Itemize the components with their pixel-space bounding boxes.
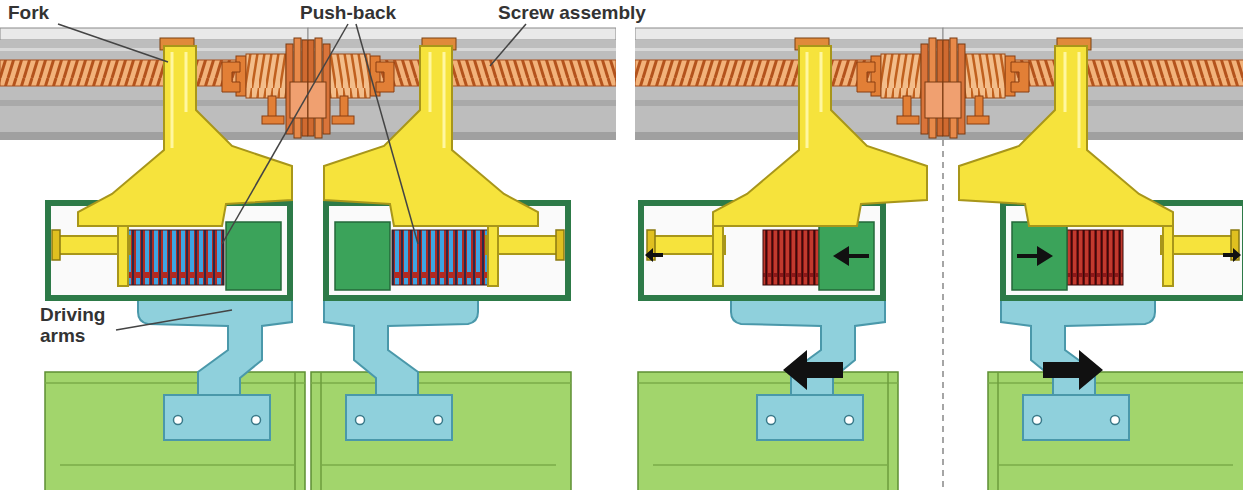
- center-line: [942, 140, 944, 490]
- leader-line: [58, 24, 168, 62]
- leader-line: [490, 24, 526, 66]
- leader-line: [222, 24, 348, 244]
- leader-line: [116, 310, 232, 330]
- part-label: Screw assembly: [498, 2, 668, 23]
- left-door-closed: [0, 28, 308, 490]
- panel-divider: [616, 0, 635, 490]
- right-door-open: [943, 28, 1243, 490]
- part-label: Push-back: [300, 2, 420, 23]
- leader-line: [356, 24, 418, 244]
- right-door-closed: [308, 28, 616, 490]
- part-label: Fork: [8, 2, 98, 23]
- left-door-open: [635, 28, 943, 490]
- leader-lines: [58, 24, 526, 330]
- part-label: Driving arms: [40, 304, 116, 346]
